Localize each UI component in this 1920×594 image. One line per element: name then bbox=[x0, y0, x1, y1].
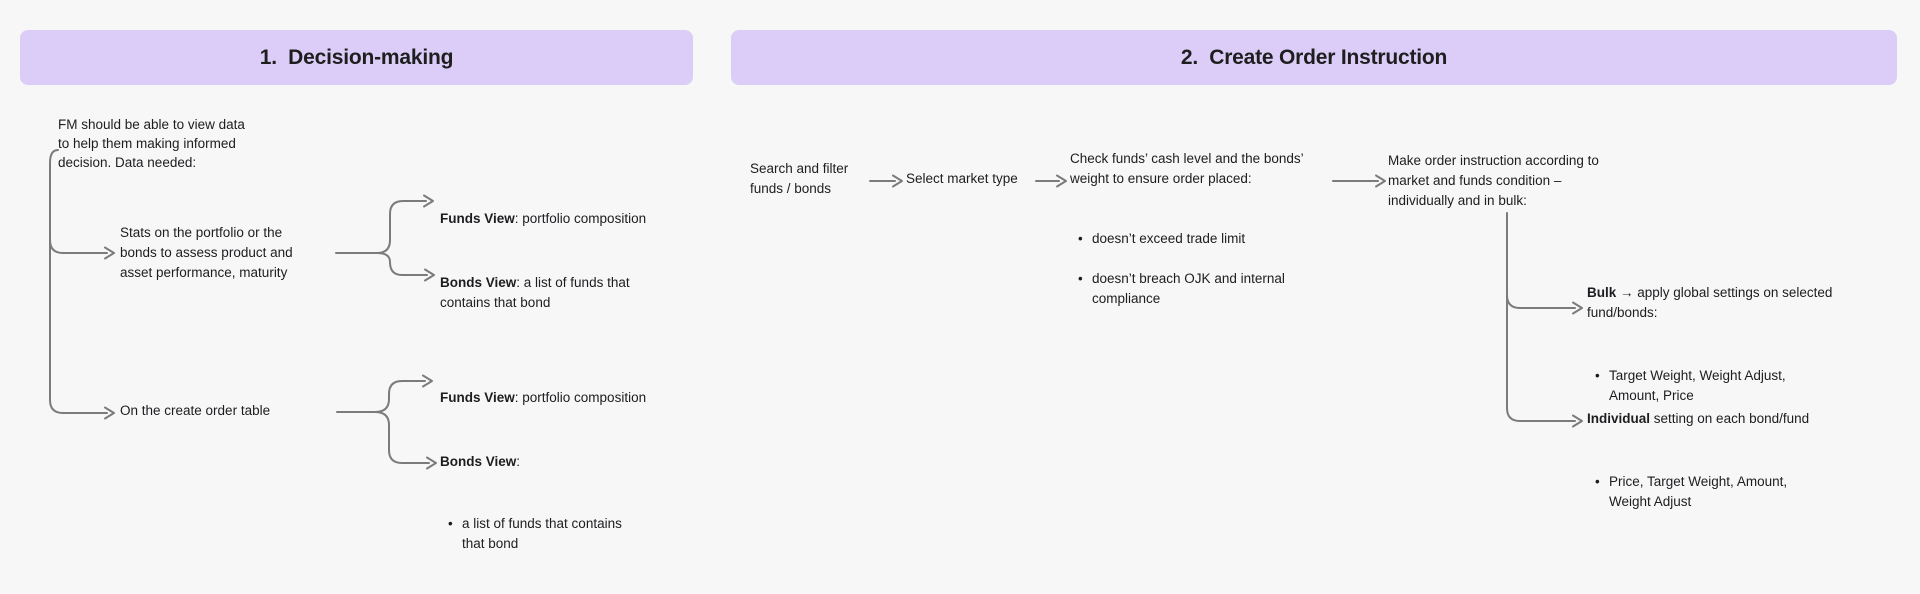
connector-root-branches[interactable] bbox=[49, 149, 115, 420]
bonds-view-stats-text: : a list of funds that contains that bon… bbox=[440, 275, 630, 310]
node-funds-view-stats[interactable]: Funds View: portfolio composition bbox=[440, 189, 646, 229]
bullet-funds-list: a list of funds that contains that bond bbox=[440, 514, 622, 554]
node-fm-view-data[interactable]: FM should be able to view data to help t… bbox=[58, 117, 245, 170]
bullet-bulk-fields: Target Weight, Weight Adjust, Amount, Pr… bbox=[1587, 366, 1832, 406]
bullet-trade-limit: doesn’t exceed trade limit bbox=[1070, 229, 1304, 249]
connector-search-to-market[interactable] bbox=[869, 174, 903, 188]
node-select-market-type[interactable]: Select market type bbox=[906, 171, 1018, 186]
bonds-view-order-colon: : bbox=[516, 454, 521, 469]
node-individual-settings[interactable]: Individual setting on each bond/fund Pri… bbox=[1587, 389, 1809, 552]
check-cash-level-bullets: doesn’t exceed trade limit doesn’t breac… bbox=[1070, 209, 1304, 329]
connector-check-to-make[interactable] bbox=[1332, 174, 1386, 188]
bonds-view-stats-label: Bonds View bbox=[440, 275, 517, 290]
node-search-filter[interactable]: Search and filter funds / bonds bbox=[750, 161, 849, 196]
individual-text: setting on each bond/fund bbox=[1650, 411, 1810, 426]
funds-view-stats-label: Funds View bbox=[440, 211, 515, 226]
section-header-decision-making[interactable]: 1. Decision-making bbox=[20, 30, 693, 85]
bulk-label: Bulk bbox=[1587, 285, 1617, 300]
node-make-order-instruction[interactable]: Make order instruction according to mark… bbox=[1388, 153, 1599, 208]
diagram-canvas: 1. Decision-making 2. Create Order Instr… bbox=[0, 0, 1920, 547]
node-bonds-view-order[interactable]: Bonds View: a list of funds that contain… bbox=[440, 432, 622, 594]
node-create-order-table[interactable]: On the create order table bbox=[120, 403, 271, 418]
bonds-view-order-bullets: a list of funds that contains that bond bbox=[440, 494, 622, 574]
individual-label: Individual bbox=[1587, 411, 1651, 426]
bullet-ojk-compliance: doesn’t breach OJK and internal complian… bbox=[1070, 269, 1304, 309]
individual-settings-bullets: Price, Target Weight, Amount, Weight Adj… bbox=[1587, 452, 1809, 532]
check-cash-level-text: Check funds’ cash level and the bonds’ w… bbox=[1070, 151, 1304, 186]
node-funds-view-order[interactable]: Funds View: portfolio composition bbox=[440, 368, 646, 408]
section-title-create-order-instruction: 2. Create Order Instruction bbox=[1180, 45, 1448, 69]
bulk-settings-heading: Bulk → apply global settings on selected… bbox=[1587, 283, 1832, 323]
connector-fork-stats[interactable] bbox=[335, 194, 435, 282]
funds-view-order-text: : portfolio composition bbox=[514, 390, 647, 405]
section-header-create-order-instruction[interactable]: 2. Create Order Instruction bbox=[731, 30, 1897, 85]
connector-fork-create-order[interactable] bbox=[336, 374, 437, 470]
funds-view-stats-text: : portfolio composition bbox=[514, 211, 647, 226]
individual-settings-heading: Individual setting on each bond/fund bbox=[1587, 409, 1809, 429]
node-bulk-settings[interactable]: Bulk → apply global settings on selected… bbox=[1587, 263, 1832, 446]
section-title-decision-making: 1. Decision-making bbox=[259, 45, 454, 69]
node-stats-portfolio[interactable]: Stats on the portfolio or the bonds to a… bbox=[120, 225, 293, 280]
bullet-individual-fields: Price, Target Weight, Amount, Weight Adj… bbox=[1587, 472, 1809, 512]
node-bonds-view-stats[interactable]: Bonds View: a list of funds that contain… bbox=[440, 253, 630, 313]
node-check-cash-level[interactable]: Check funds’ cash level and the bonds’ w… bbox=[1070, 129, 1304, 349]
connector-make-branches[interactable] bbox=[1506, 212, 1583, 428]
connector-market-to-check[interactable] bbox=[1035, 174, 1067, 188]
bulk-text: → apply global settings on selected fund… bbox=[1587, 285, 1833, 320]
funds-view-order-label: Funds View bbox=[440, 390, 515, 405]
bulk-settings-bullets: Target Weight, Weight Adjust, Amount, Pr… bbox=[1587, 346, 1832, 426]
bonds-view-order-label: Bonds View bbox=[440, 454, 517, 469]
bonds-view-order-heading: Bonds View: bbox=[440, 452, 622, 472]
